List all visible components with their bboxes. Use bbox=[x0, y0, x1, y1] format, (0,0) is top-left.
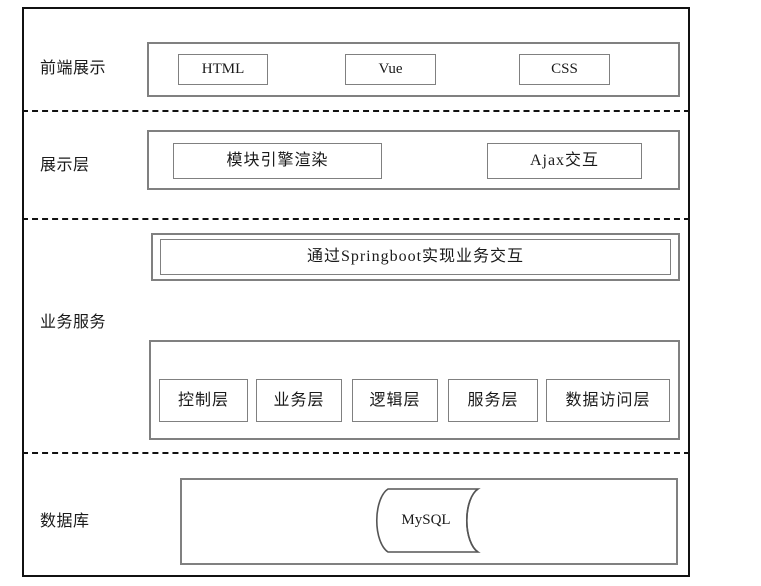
node-css[interactable]: CSS bbox=[519, 54, 610, 85]
database-cylinder-shape[interactable]: MySQL bbox=[374, 483, 492, 558]
node-springboot-business-interaction[interactable]: 通过Springboot实现业务交互 bbox=[160, 239, 671, 275]
node-controller-layer[interactable]: 控制层 bbox=[159, 379, 248, 422]
cylinder-icon bbox=[375, 488, 481, 553]
node-business-layer[interactable]: 业务层 bbox=[256, 379, 342, 422]
node-ajax-interaction[interactable]: Ajax交互 bbox=[487, 143, 642, 179]
node-html[interactable]: HTML bbox=[178, 54, 268, 85]
tier-label-frontend: 前端展示 bbox=[40, 60, 107, 77]
architecture-outer-frame bbox=[22, 7, 690, 577]
node-logic-layer[interactable]: 逻辑层 bbox=[352, 379, 438, 422]
node-data-access-layer[interactable]: 数据访问层 bbox=[546, 379, 670, 422]
tier-label-presentation: 展示层 bbox=[40, 157, 90, 174]
tier-label-database: 数据库 bbox=[40, 513, 90, 530]
node-mysql-label: MySQL bbox=[401, 512, 451, 528]
node-service-layer[interactable]: 服务层 bbox=[448, 379, 538, 422]
node-template-engine-render[interactable]: 模块引擎渲染 bbox=[173, 143, 382, 179]
tier-divider-presentation-business bbox=[22, 218, 690, 220]
tier-divider-frontend-presentation bbox=[22, 110, 690, 112]
tier-label-business: 业务服务 bbox=[40, 314, 107, 331]
node-vue[interactable]: Vue bbox=[345, 54, 436, 85]
tier-divider-business-database bbox=[22, 452, 690, 454]
